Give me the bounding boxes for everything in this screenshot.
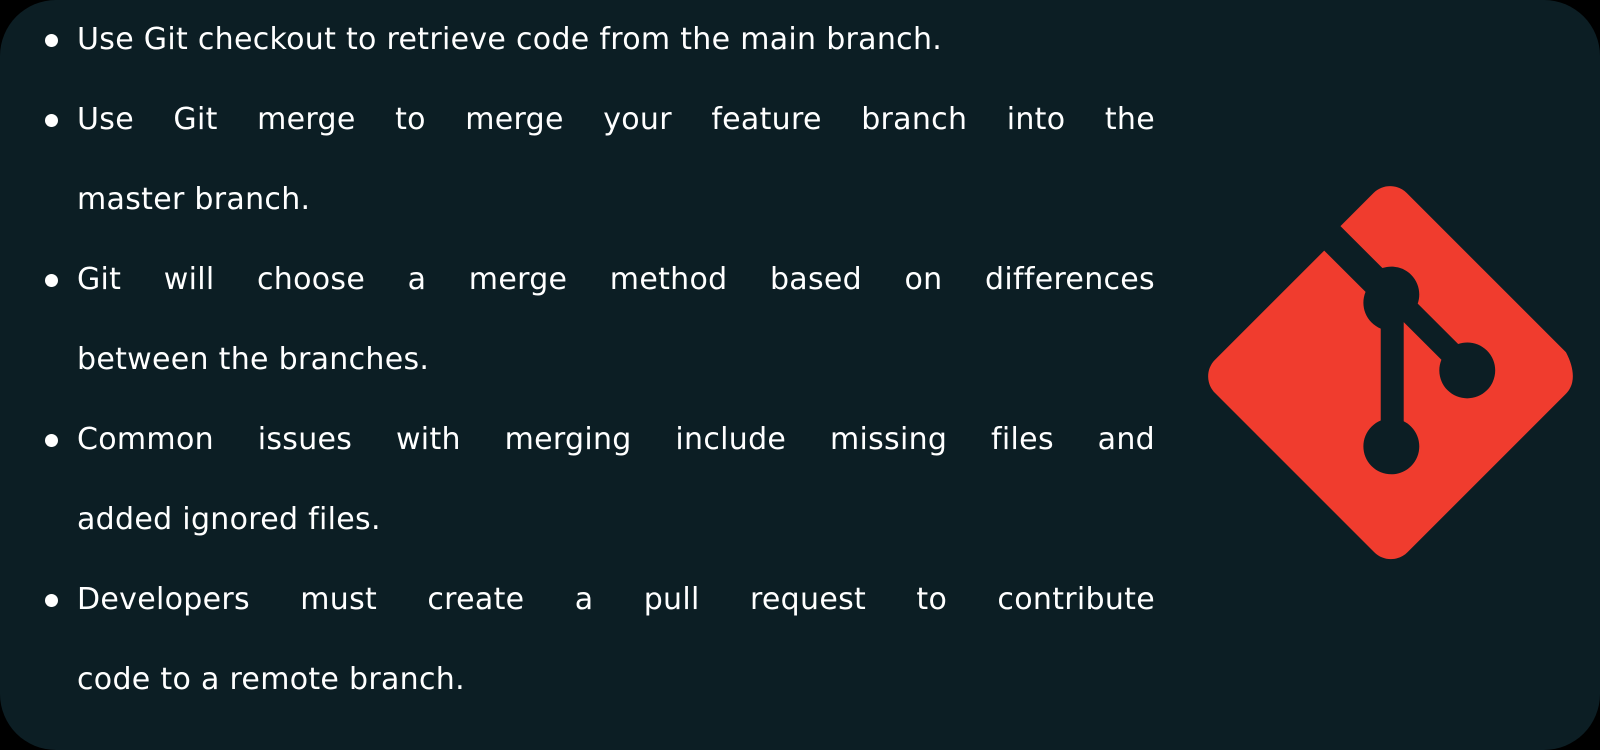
git-logo-icon [1208,186,1573,560]
list-item: Use Git merge to merge your feature bran… [45,80,1155,240]
bullet-line: code to a remote branch. [77,662,465,697]
bullet-line: Use Git checkout to retrieve code from t… [77,22,943,57]
bullet-dot-icon [45,114,58,127]
list-item: Git will choose a merge method based on … [45,240,1155,400]
bullet-line: Developers must create a pull request to… [77,582,1155,617]
bullet-dot-icon [45,434,58,447]
bullet-line: between the branches. [77,342,430,377]
list-item: Common issues with merging include missi… [45,400,1155,560]
list-item: Use Git checkout to retrieve code from t… [45,0,1155,80]
bullet-line: Use Git merge to merge your feature bran… [77,102,1155,137]
bullet-line: master branch. [77,182,311,217]
bullet-dot-icon [45,274,58,287]
list-item: Developers must create a pull request to… [45,560,1155,720]
git-logo-path [1208,186,1573,560]
bullet-line: Common issues with merging include missi… [77,422,1155,457]
bullet-dot-icon [45,34,58,47]
bullet-line: added ignored files. [77,502,381,537]
bullet-dot-icon [45,594,58,607]
bullet-line: Git will choose a merge method based on … [77,262,1155,297]
bullet-list: Use Git checkout to retrieve code from t… [45,0,1155,720]
